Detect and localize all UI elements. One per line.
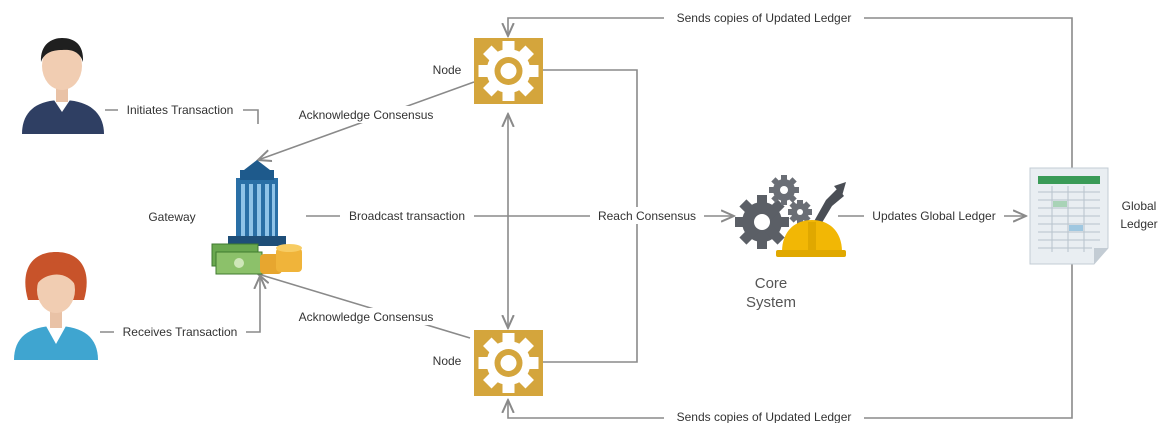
global-ledger-label-line2: Ledger [1120, 217, 1157, 231]
node-top-label: Node [433, 63, 462, 77]
spreadsheet-icon [1029, 167, 1109, 265]
edge-label-sends-top: Sends copies of Updated Ledger [677, 11, 852, 25]
gear-icon [478, 333, 539, 393]
node-top: Node [433, 38, 543, 104]
female-user-icon [14, 252, 98, 360]
edge-sends-bottom [508, 262, 1073, 419]
edge-sends-top [508, 17, 1073, 170]
bank-building-icon [211, 160, 302, 275]
core-system-label-line1: Core [755, 275, 788, 292]
edge-label-receives: Receives Transaction [123, 325, 238, 339]
initiator-node [22, 38, 104, 134]
gateway-label: Gateway [148, 210, 195, 224]
male-user-icon [22, 38, 104, 134]
gear-icon [478, 41, 539, 101]
edge-labels: Initiates Transaction Receives Transacti… [114, 9, 1004, 423]
global-ledger-node: Global Ledger [1029, 167, 1158, 265]
edge-label-ack-bottom: Acknowledge Consensus [299, 310, 434, 324]
edge-label-ack-top: Acknowledge Consensus [299, 108, 434, 122]
core-system-label-line2: System [746, 294, 796, 311]
gears-hardhat-icon [735, 175, 846, 257]
global-ledger-label-line1: Global [1122, 199, 1157, 213]
node-bottom: Node [433, 330, 543, 396]
core-system-node: Core System [735, 175, 846, 311]
gateway-node: Gateway [148, 160, 302, 275]
edge-ack-bottom [258, 274, 471, 339]
edge-label-sends-bottom: Sends copies of Updated Ledger [677, 410, 852, 423]
edge-label-broadcast: Broadcast transaction [349, 209, 465, 223]
edge-label-updates: Updates Global Ledger [872, 209, 995, 223]
receiver-node [14, 252, 98, 360]
node-bottom-label: Node [433, 354, 462, 368]
edge-label-reach: Reach Consensus [598, 209, 696, 223]
edge-label-initiates: Initiates Transaction [127, 103, 234, 117]
